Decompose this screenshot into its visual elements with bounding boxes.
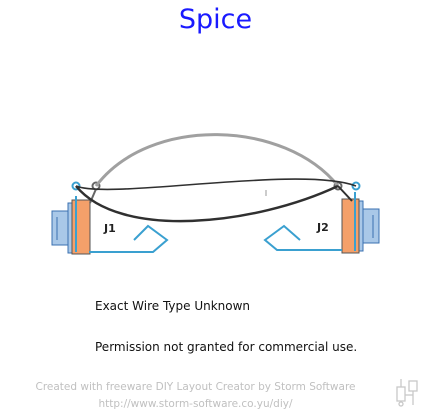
- jack-j1-lead: [89, 224, 169, 253]
- footer-credit: Created with freeware DIY Layout Creator…: [35, 381, 356, 393]
- jack-j1-plug: [51, 210, 70, 246]
- jack-j2-plug: [361, 208, 380, 244]
- wire-dark-2: [75, 178, 357, 191]
- wire-dark-1: [75, 184, 339, 223]
- jack-j1-label: J1: [103, 222, 116, 235]
- note-wire-type: Exact Wire Type Unknown: [95, 299, 251, 313]
- wire-gray: [94, 133, 340, 187]
- jack-j2-lead: [263, 224, 342, 251]
- diy-logo-icon: [396, 379, 418, 407]
- jack-j2: [263, 181, 380, 254]
- jack-j2-body: [341, 198, 360, 254]
- footer-url[interactable]: http://www.storm-software.co.yu/diy/: [98, 398, 293, 410]
- jack-j1-body: [71, 199, 91, 255]
- page-title: Spice: [178, 4, 253, 35]
- jack-j2-label: J2: [316, 221, 329, 234]
- wire-dark-3: [337, 185, 353, 202]
- note-permission: Permission not granted for commercial us…: [95, 340, 358, 354]
